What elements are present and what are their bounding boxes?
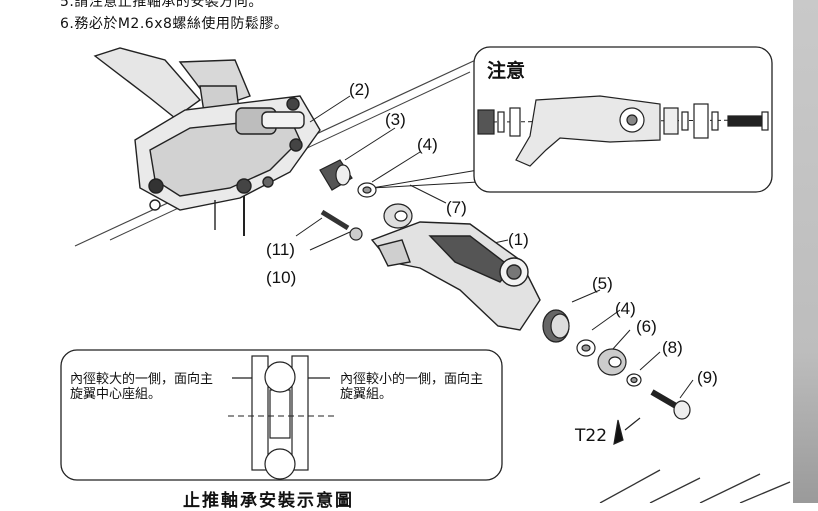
instruction-note-5: 5.請注意止推軸承的安裝方向。: [60, 0, 263, 10]
part-label-3: (3): [385, 110, 406, 129]
part-label-7: (7): [446, 198, 467, 217]
decorative-lines-bottom-right: [599, 469, 791, 503]
page-edge-bar: [793, 0, 818, 503]
blade-grip-drawing: [370, 221, 541, 331]
part-label-10: (10): [266, 268, 297, 287]
rotor-head-drawing: [74, 47, 481, 247]
notice-diagram: [477, 95, 769, 167]
part-label-9: (9): [697, 368, 718, 387]
part-label-6: (6): [636, 317, 657, 336]
bearing-note-left: 內徑較大的一側，面向主 旋翼中心座組。: [70, 372, 214, 402]
bearing-note-right: 內徑較小的一側，面向主 旋翼組。: [340, 372, 484, 402]
part-label-5: (5): [592, 274, 613, 293]
notice-title: 注意: [487, 60, 526, 82]
part-label-4a: (4): [417, 135, 438, 154]
part-label-2: (2): [349, 80, 370, 99]
part-label-11: (11): [266, 240, 295, 259]
instruction-note-6: 6.務必於M2.6x8螺絲使用防鬆膠。: [60, 16, 289, 32]
part-label-4b: (4): [615, 299, 636, 318]
bearing-caption: 止推軸承安裝示意圖: [183, 491, 354, 511]
part-label-1: (1): [508, 230, 529, 249]
part-label-8: (8): [662, 338, 683, 357]
bearing-parts-upper: [319, 159, 413, 241]
tool-label-t22: T22: [575, 426, 608, 446]
thrust-bearing-diagram: [228, 355, 334, 480]
bearing-parts-lower: [542, 309, 691, 446]
